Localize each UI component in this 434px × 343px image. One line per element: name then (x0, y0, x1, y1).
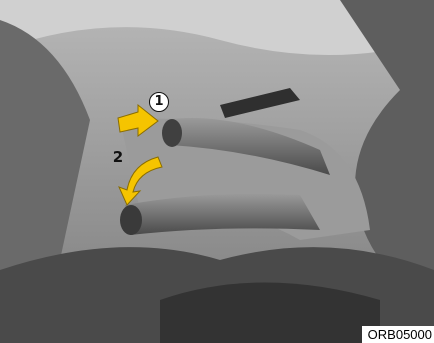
step-1-marker: 1 (149, 92, 169, 112)
image-code-label: ORB05000 (362, 326, 434, 343)
lever-upper-grip (162, 119, 182, 147)
lever-lower-grip (120, 205, 142, 235)
step-2-marker: 2 (110, 148, 126, 166)
